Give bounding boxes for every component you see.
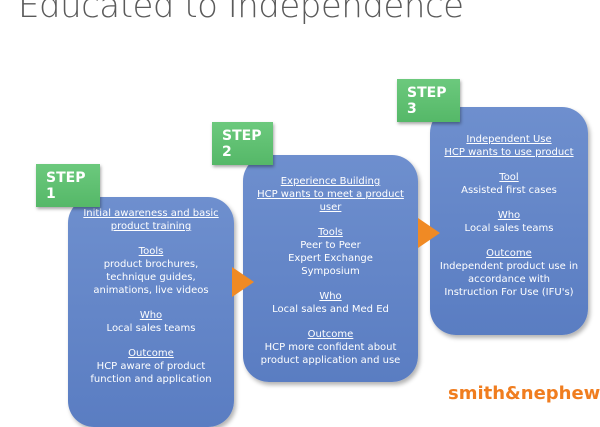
step-2-label: STEP 2: [212, 122, 273, 165]
step-1-label: STEP 1: [36, 164, 100, 207]
step-2-who-label: Who: [319, 291, 342, 302]
step-1-who-label: Who: [139, 310, 163, 321]
step-2-tools-label: Tools: [318, 227, 343, 238]
step-3-who-label: Who: [497, 210, 521, 221]
page-title: Educated to Independence: [18, 0, 464, 26]
step-3-label: STEP 3: [397, 79, 460, 122]
step-1-tools-label: Tools: [138, 246, 164, 257]
arrow-right-icon: [418, 218, 440, 248]
step-1-outcome-label: Outcome: [128, 348, 174, 359]
step-3-who: Local sales teams: [464, 223, 554, 234]
step-2-who: Local sales and Med Ed: [272, 304, 389, 315]
step-3-tools: Assisted first cases: [461, 185, 557, 196]
step-3-tools-label: Tool: [499, 172, 519, 183]
step-1-tools: product brochures,technique guides,anima…: [93, 259, 209, 296]
company-logo: smith&nephew: [448, 383, 600, 404]
arrow-right-icon: [232, 267, 254, 297]
step-2-outcome-label: Outcome: [307, 329, 354, 340]
step-1-who: Local sales teams: [106, 323, 196, 334]
step-3-outcome-label: Outcome: [486, 248, 532, 259]
